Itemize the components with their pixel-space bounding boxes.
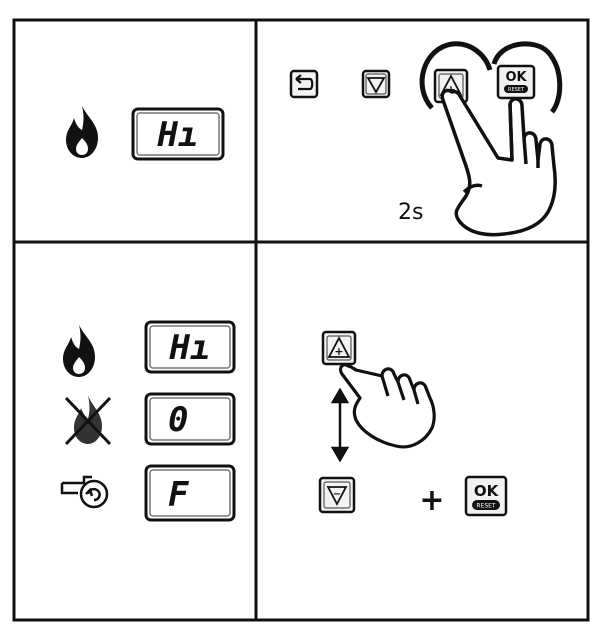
lcd-text: Hı	[169, 328, 211, 368]
back-button[interactable]	[291, 71, 317, 97]
pointing-hand-icon	[341, 365, 435, 447]
lcd-text: Hı	[157, 115, 199, 155]
outer-frame	[14, 20, 588, 620]
ok-button-label: OK	[474, 482, 500, 500]
flame-icon	[63, 325, 95, 377]
lcd-display-row-1: Hı	[146, 322, 234, 372]
panel-bottom-left: Hı 0 F	[62, 322, 234, 520]
flame-icon	[66, 106, 98, 158]
svg-text:+: +	[334, 345, 343, 358]
up-down-arrow-icon	[333, 390, 347, 460]
pointing-hand-icon	[442, 90, 555, 234]
plus-sign: +	[419, 483, 444, 518]
flame-crossed-icon	[66, 396, 110, 444]
lcd-text: 0	[168, 400, 188, 440]
svg-text:−: −	[333, 489, 341, 500]
lcd-display-hi: Hı	[133, 109, 223, 159]
lcd-display-row-3: F	[146, 466, 234, 520]
up-button[interactable]: +	[323, 332, 355, 364]
ok-reset-button[interactable]: OK RESET	[498, 66, 534, 98]
panel-bottom-right: + − + OK RESET	[320, 332, 506, 518]
down-button[interactable]	[363, 71, 389, 97]
lcd-text: F	[168, 475, 190, 515]
ok-reset-button[interactable]: OK RESET	[466, 477, 506, 515]
down-button[interactable]: −	[320, 478, 354, 512]
pump-icon	[62, 477, 107, 507]
ok-button-sublabel: RESET	[476, 503, 496, 510]
lcd-display-row-2: 0	[146, 394, 234, 444]
ok-button-sublabel: RESET	[508, 87, 525, 93]
panel-top-left: Hı	[66, 106, 223, 159]
ok-button-label: OK	[505, 70, 527, 85]
hold-duration-label: 2s	[398, 200, 423, 225]
panel-top-right: + OK RESET 2s	[291, 44, 560, 235]
